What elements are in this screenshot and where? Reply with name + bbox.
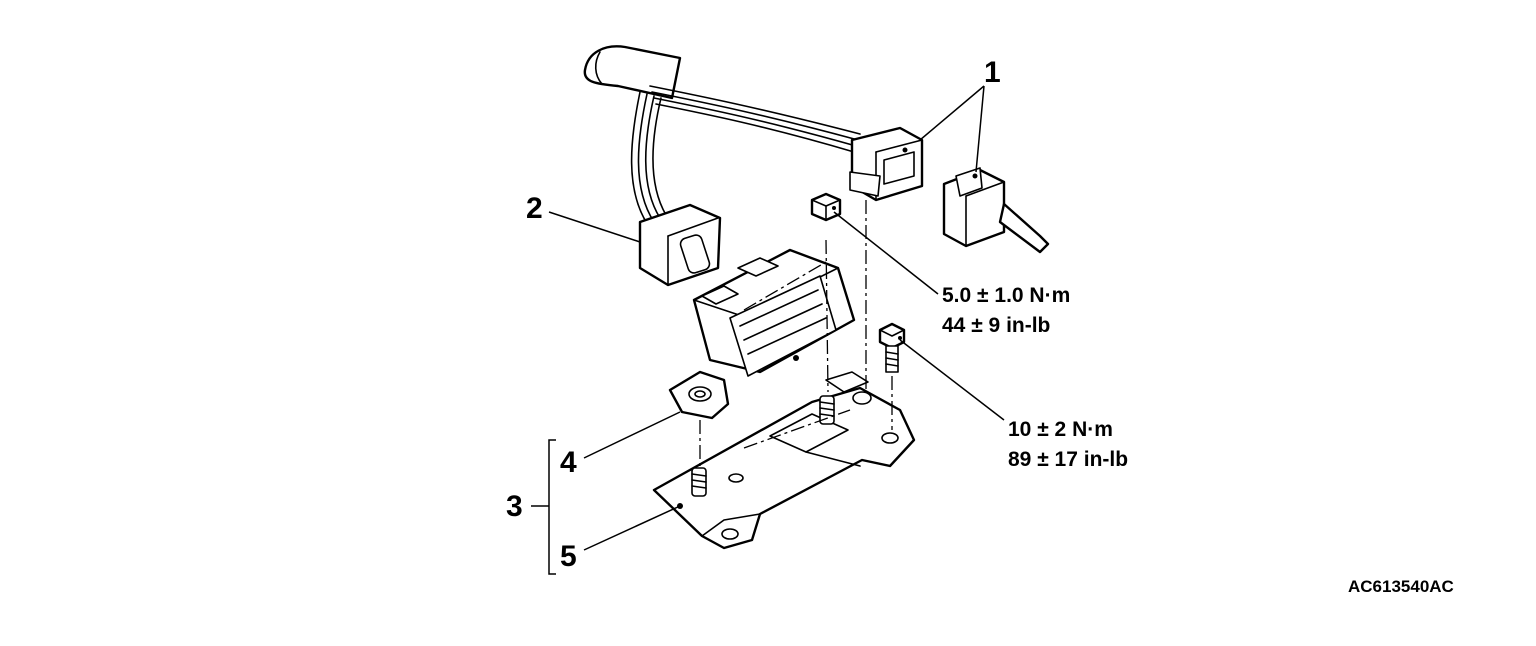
nut-torque-imperial: 44 ± 9 in-lb [942,314,1050,337]
connector-icon [849,126,924,202]
callout-2: 2 [526,192,543,225]
figure-id: AC613540AC [1348,577,1454,596]
bolt-icon [878,322,906,373]
bolt-torque-imperial: 89 ± 17 in-lb [1008,448,1128,471]
connector-icon [942,167,1050,254]
callout-4: 4 [560,446,577,479]
bolt-torque-metric: 10 ± 2 N·m [1008,418,1113,441]
stud-icon [691,395,835,497]
harness-icon [583,45,861,226]
callout-3: 3 [506,490,523,523]
callout-1: 1 [984,56,1001,89]
sensor-unit-icon [668,248,869,420]
connector-icon [638,203,722,287]
bracket-icon [652,386,916,550]
callout-5: 5 [560,540,577,573]
nut-torque-metric: 5.0 ± 1.0 N·m [942,284,1070,307]
nut-icon [810,192,842,222]
